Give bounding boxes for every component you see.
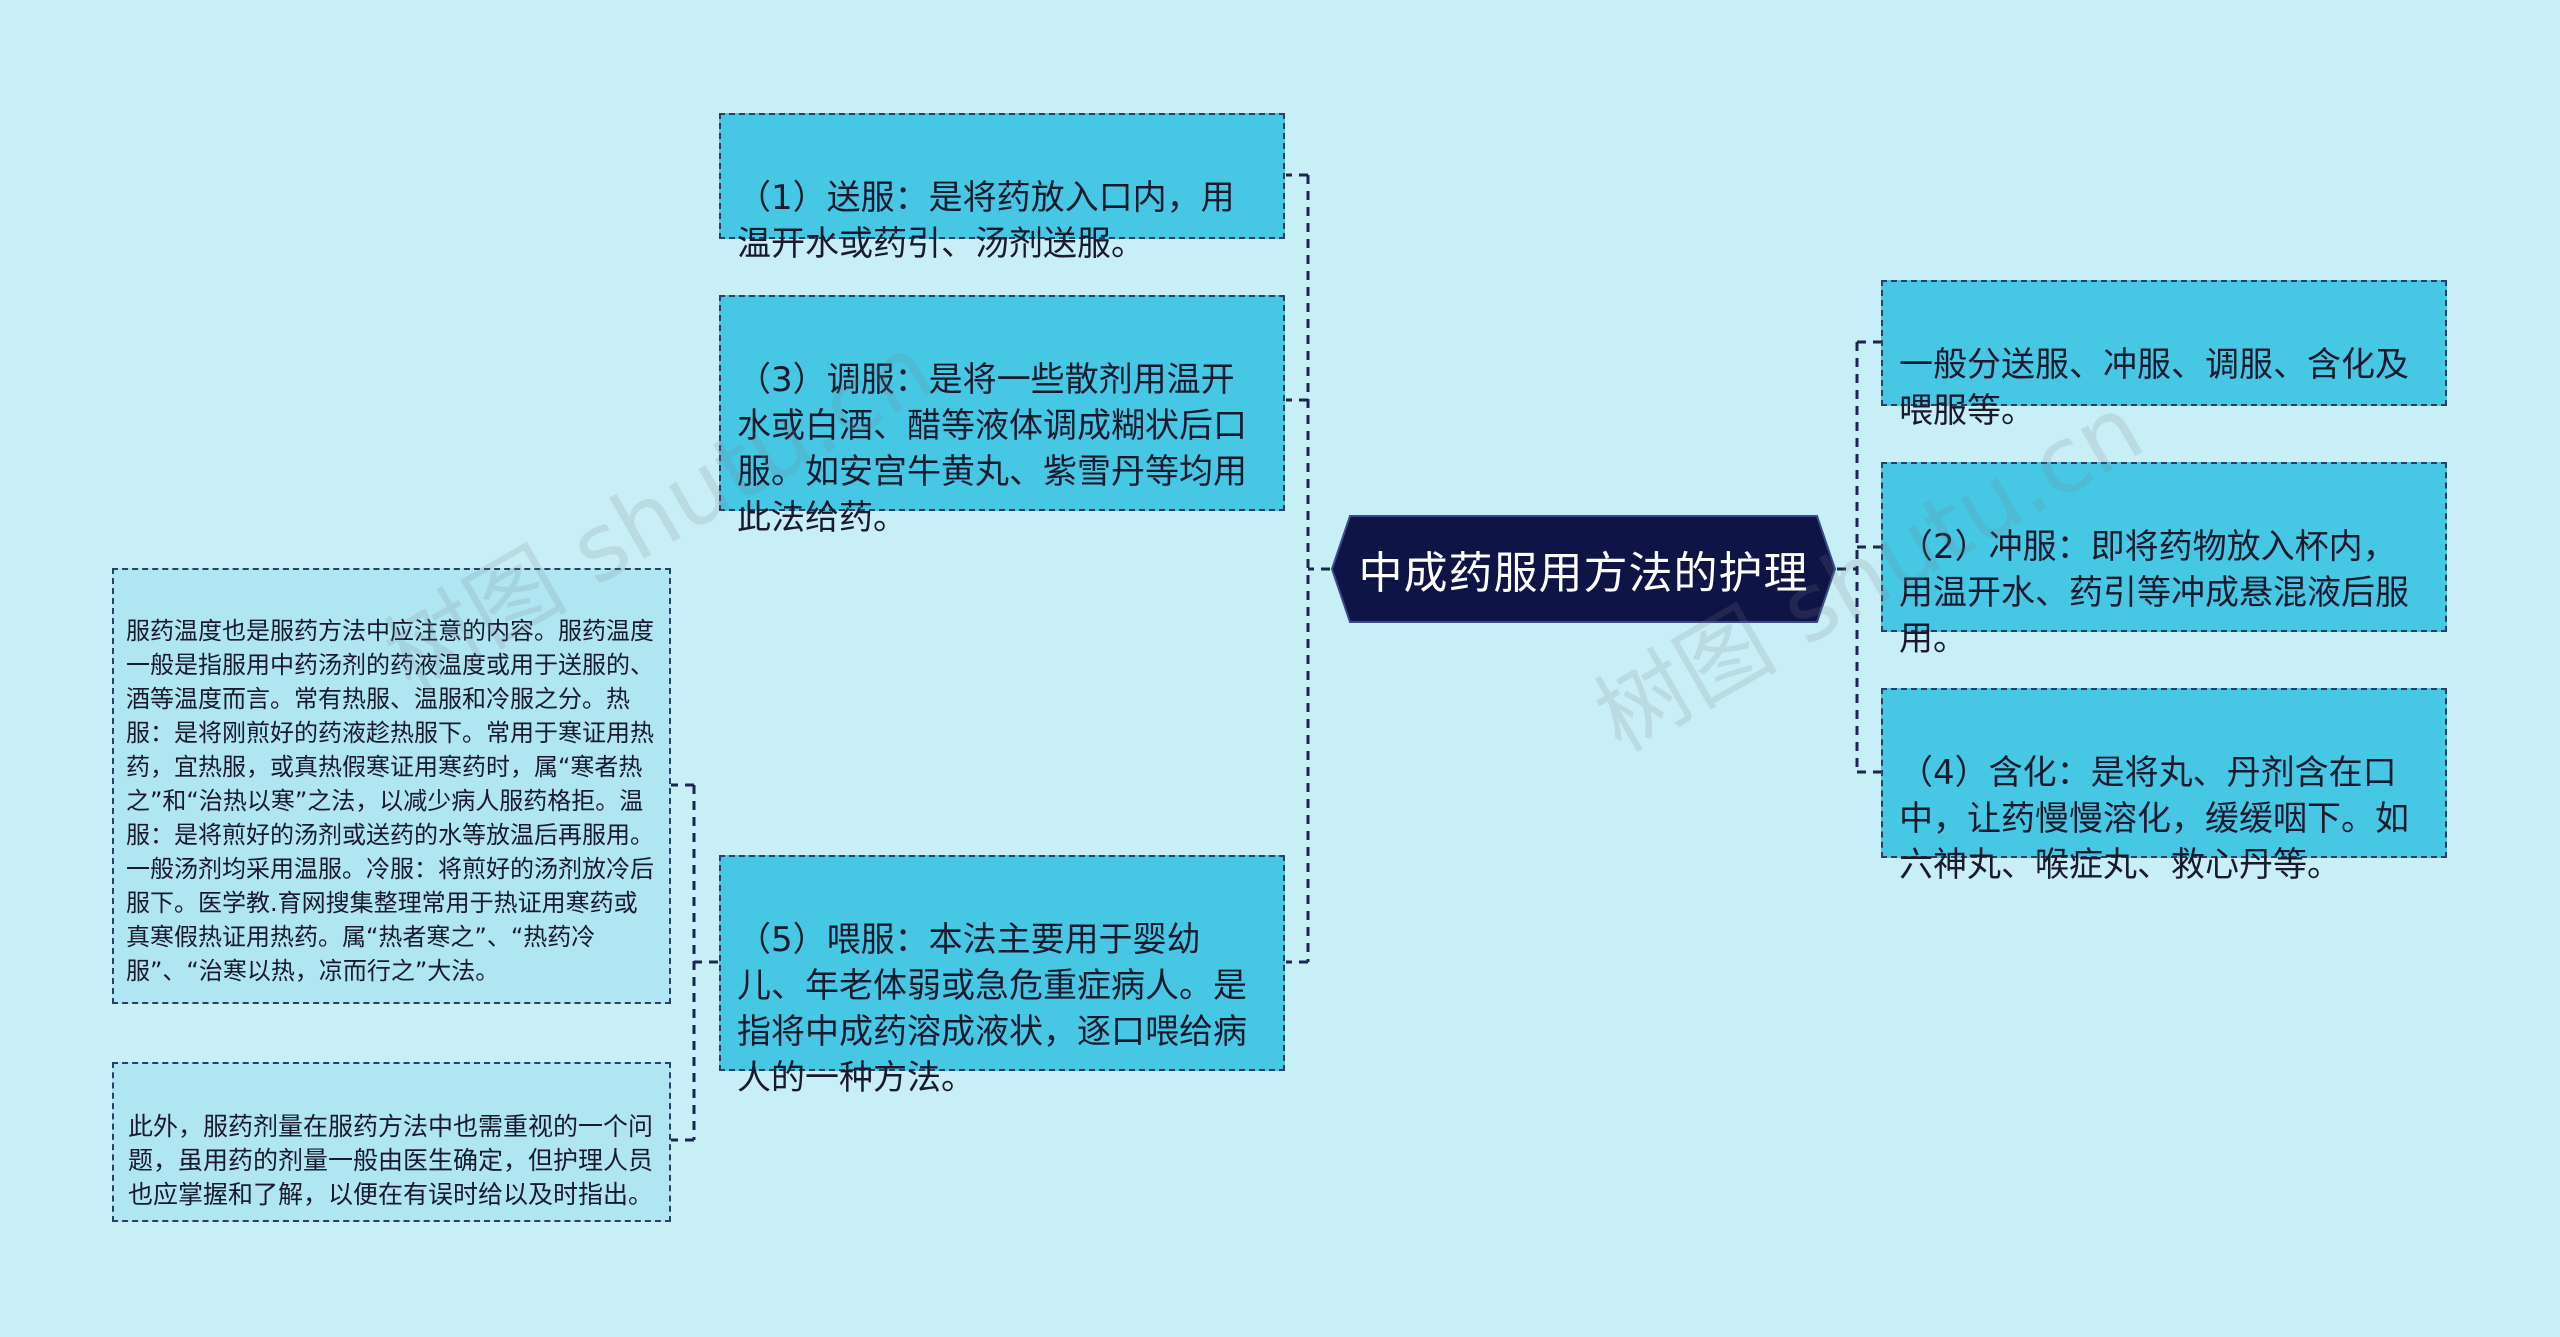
method-node-wei-fu[interactable]: （5）喂服：本法主要用于婴幼儿、年老体弱或急危重症病人。是指将中成药溶成液状，逐… [719,855,1285,1098]
method-node-text: （4）含化：是将丸、丹剂含在口中，让药慢慢溶化，缓缓咽下。如六神丸、喉症丸、救心… [1899,753,2409,885]
method-node-text: （5）喂服：本法主要用于婴幼儿、年老体弱或急危重症病人。是指将中成药溶成液状，逐… [737,920,1247,1098]
method-node-text: （2）冲服：即将药物放入杯内，用温开水、药引等冲成悬混液后服用。 [1899,527,2409,659]
method-node-han-hua[interactable]: （4）含化：是将丸、丹剂含在口中，让药慢慢溶化，缓缓咽下。如六神丸、喉症丸、救心… [1881,688,2447,885]
method-node-text: （1）送服：是将药放入口内，用温开水或药引、汤剂送服。 [737,178,1235,264]
center-node[interactable]: 中成药服用方法的护理 [1330,514,1837,624]
method-node-chong-fu[interactable]: （2）冲服：即将药物放入杯内，用温开水、药引等冲成悬混液后服用。 [1881,462,2447,659]
method-node-tiao-fu[interactable]: （3）调服：是将一些散剂用温开水或白酒、醋等液体调成糊状后口服。如安宫牛黄丸、紫… [719,295,1285,538]
detail-node-temperature[interactable]: 服药温度也是服药方法中应注意的内容。服药温度一般是指服用中药汤剂的药液温度或用于… [112,568,671,1004]
method-node-song-fu[interactable]: （1）送服：是将药放入口内，用温开水或药引、汤剂送服。 [719,113,1285,264]
method-node-overview[interactable]: 一般分送服、冲服、调服、含化及喂服等。 [1881,280,2447,431]
detail-node-text: 服药温度也是服药方法中应注意的内容。服药温度一般是指服用中药汤剂的药液温度或用于… [126,617,654,985]
detail-node-text: 此外，服药剂量在服药方法中也需重视的一个问题，虽用药的剂量一般由医生确定，但护理… [128,1112,654,1209]
detail-node-dosage[interactable]: 此外，服药剂量在服药方法中也需重视的一个问题，虽用药的剂量一般由医生确定，但护理… [112,1062,671,1222]
center-node-shape [1330,515,1837,623]
method-node-text: （3）调服：是将一些散剂用温开水或白酒、醋等液体调成糊状后口服。如安宫牛黄丸、紫… [737,360,1247,538]
method-node-text: 一般分送服、冲服、调服、含化及喂服等。 [1899,345,2409,431]
center-node-title: 中成药服用方法的护理 [1358,548,1809,599]
